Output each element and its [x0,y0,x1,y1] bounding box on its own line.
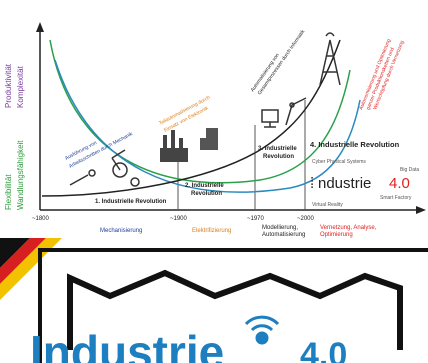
machine-icon [200,128,218,150]
label-modellierung: Modellierung, [262,225,298,231]
factory-roof-outline [67,269,403,350]
green-curve [49,39,351,184]
revolution-2-label: 2. Industrielle [185,183,224,189]
label-automatisierung: Automatisierung [262,232,305,238]
i40-logo-i: ⁞ [310,175,314,192]
robot-arm-icon [285,97,307,126]
tick-2000: ~2000 [297,216,315,222]
industrie-40-logo: Industrie 4.0 [0,238,428,363]
wrench-icon [69,169,96,186]
y-label-wandlungsfaehigkeit: Wandlungsfähigkeit [16,140,25,210]
label-elektrifizierung: Elektrifizierung [192,228,231,234]
i40-word: ndustrie [318,175,371,192]
revolution-4-label: 4. Industrielle Revolution [310,140,400,149]
logo-frame [38,248,428,363]
y-label-flexibilitaet: Flexibilität [4,174,13,210]
i40-virtual-reality: Virtual Reality [312,202,343,208]
wireless-signal-icon [244,315,280,345]
computer-icon [261,109,279,128]
i40-cps: Cyber Physical Systems [312,159,366,165]
annotation-informatik-line2: Gesamtprozessen durch Informatik [257,29,307,97]
y-axis-arrow [36,22,44,32]
tick-1900: ~1900 [170,216,188,222]
label-optimierung: Optimierung [320,232,353,238]
revolution-2-label-line2: Revolution [191,191,222,197]
mechanical-arm-icon [111,149,140,187]
progress-curve [41,39,341,197]
label-mechanisierung: Mechanisierung [100,228,142,234]
tick-1970: ~1970 [247,216,265,222]
i40-smart-factory: Smart Factory [380,195,412,201]
label-vernetzung: Vernetzung, Analyse, [320,225,377,231]
logo-version: 4.0 [300,336,347,363]
y-label-komplexitaet: Komplexität [16,65,25,108]
x-axis-arrow [416,206,426,214]
i40-bigdata: Big Data [400,167,419,173]
factory-icon [160,130,188,162]
industrial-revolution-diagram: Produktivität Komplexität Flexibilität W… [4,22,426,238]
blue-curve [54,59,361,193]
revolution-1-label: 1. Industrielle Revolution [95,199,167,205]
tick-1800: ~1800 [32,216,50,222]
y-label-produktivitaet: Produktivität [4,63,13,108]
revolution-3-label-line2: Revolution [263,154,294,160]
i40-version: 4.0 [389,175,410,192]
antenna-tower-icon [319,32,341,86]
flag-gold-stripe [0,238,62,300]
revolution-3-label: 3. Industrielle [258,146,297,152]
logo-wordmark: Industrie [30,326,224,363]
